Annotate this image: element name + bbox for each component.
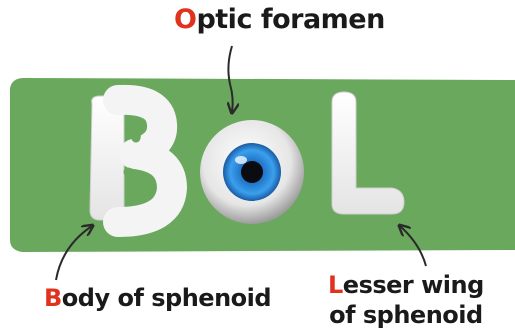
label-body-rest: ody of sphenoid: [62, 284, 271, 312]
label-body-initial: B: [44, 284, 62, 312]
label-lesser-wing: Lesser wing of sphenoid: [328, 270, 484, 330]
label-optic-foramen: Optic foramen: [174, 4, 385, 35]
label-optic-foramen-initial: O: [174, 4, 196, 35]
eyeball-icon: [200, 120, 304, 224]
label-lesser-initial: L: [328, 271, 343, 299]
label-lesser-wing-line2: of sphenoid: [328, 300, 484, 330]
label-optic-foramen-rest: ptic foramen: [196, 4, 384, 35]
label-lesser-wing-line1: Lesser wing: [328, 270, 484, 300]
label-lesser-rest: esser wing: [343, 271, 484, 299]
label-body-of-sphenoid: Body of sphenoid: [44, 284, 271, 312]
